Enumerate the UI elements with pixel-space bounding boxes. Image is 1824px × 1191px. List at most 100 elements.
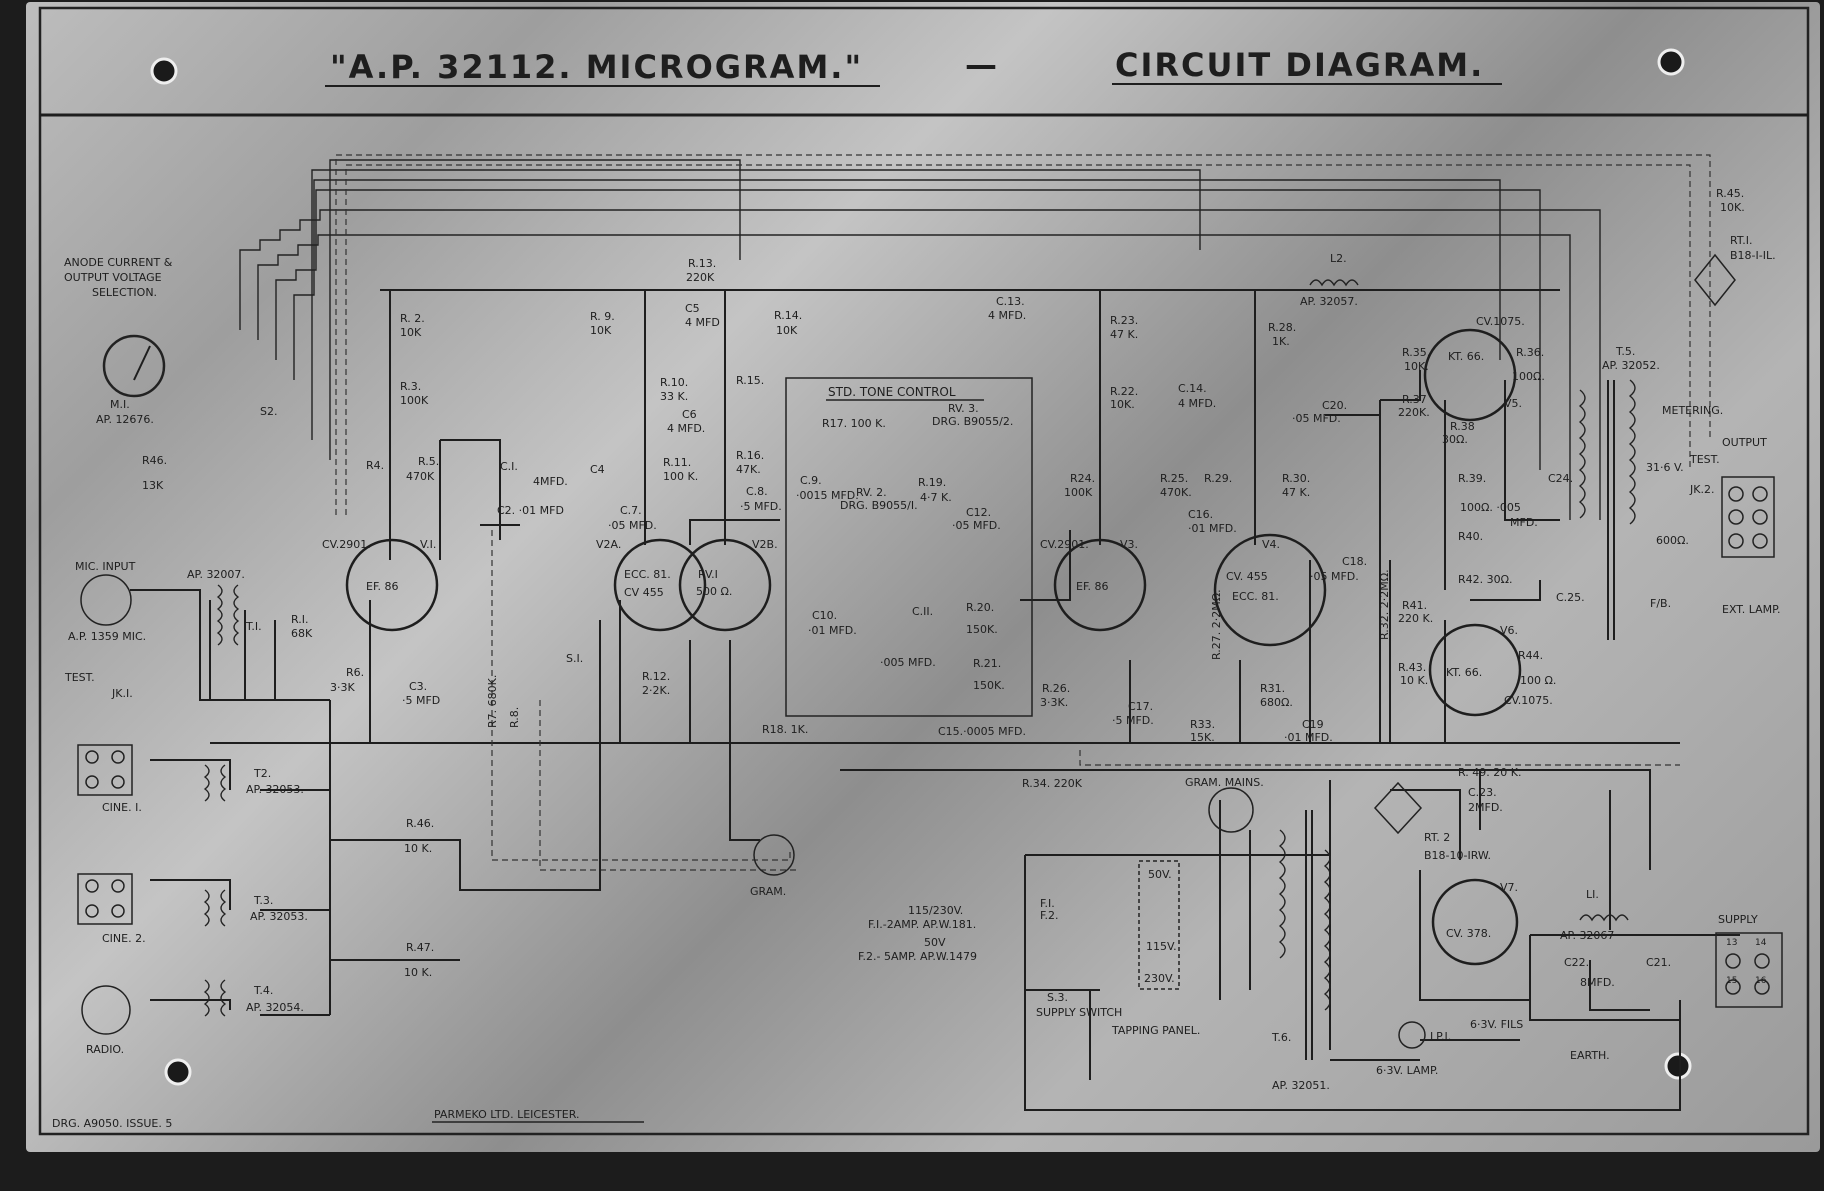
t6-part: AP. 32051. [1272,1079,1330,1092]
c9-value: ·0015 MFD. [796,489,859,502]
v3-type-label: CV.2901. [1040,538,1089,551]
r28-value: 1K. [1272,335,1290,348]
r42-label: R42. 30Ω. [1458,573,1513,586]
r18-label: R18. 1K. [762,723,808,736]
l1-label: LI. [1586,888,1599,901]
gram-mains-label: GRAM. MAINS. [1185,776,1264,789]
rv1-value: 500 Ω. [696,585,732,598]
c5-label: C5 [685,302,700,315]
jk2-label: JK.2. [1689,483,1714,496]
r33-label: R33. [1190,718,1215,731]
test-label: TEST. [64,671,95,684]
v4-label: V4. [1262,538,1280,551]
meter-selection-line-1: ANODE CURRENT & [64,256,173,269]
r43-value: 10 K. [1400,674,1428,687]
t3-part-label: AP. 32053. [250,910,308,923]
output-terminals [1728,486,1768,549]
cine2-socket-box [77,873,133,925]
mounting-hole-icon [1664,1052,1692,1080]
r35-label: R.35. [1402,346,1430,359]
rv3-label: RV. 3. [948,402,979,415]
fuse-note-3: 50V [924,936,946,949]
r1-label: R.I. [291,613,309,626]
v50-label: 50V. [1148,868,1172,881]
r16-value: 47K. [736,463,761,476]
r44-value: 100 Ω. [1520,674,1556,687]
r24-value: 100K [1064,486,1093,499]
r38-value: 30Ω. [1442,433,1468,446]
r21-label: R.21. [973,657,1001,670]
c24-label: C24. [1548,472,1573,485]
gram-socket-icon [753,834,795,876]
c17-value: ·5 MFD. [1112,714,1154,727]
v2b-label: V2B. [752,538,778,551]
rt1-value: B18-I-IL. [1730,249,1776,262]
meter-part: AP. 12676. [96,413,154,426]
v7-label: V7. [1500,881,1518,894]
c25-label: C.25. [1556,591,1585,604]
r46b-value: 10 K. [404,842,432,855]
v6-label: V6. [1500,624,1518,637]
r39-label: R.39. [1458,472,1486,485]
v2-cv-label: CV 455 [624,586,664,599]
r30-label: R.30. [1282,472,1310,485]
c20-label: C20. [1322,399,1347,412]
diagram-title: "A.P. 32112. MICROGRAM." [330,48,863,86]
c14-value: 4 MFD. [1178,397,1216,410]
lamp-label: 6·3V. LAMP. [1376,1064,1438,1077]
v4-valve-label: ECC. 81. [1232,590,1279,603]
r32-label: R.32. 2·2MΩ. [1378,569,1391,640]
v31-label: 31·6 V. [1646,461,1684,474]
r41-label: R41. [1402,599,1427,612]
lp1-label: LP.I. [1430,1030,1451,1043]
t5-part: AP. 32052. [1602,359,1660,372]
radio-socket-icon [81,985,131,1035]
c1-value: 4MFD. [533,475,568,488]
cine1-label: CINE. I. [102,801,142,814]
metering-label: METERING. [1662,404,1723,417]
transformer-coils [203,279,1636,1060]
r1-value: 68K [291,627,313,640]
r26-label: R.26. [1042,682,1070,695]
r44-label: R44. [1518,649,1543,662]
v4-cv-label: CV. 455 [1226,570,1268,583]
rv3-drg: DRG. B9055/2. [932,415,1013,428]
header-separator: — [965,46,997,84]
r5-value: 470K [406,470,435,483]
c21-label: C21. [1646,956,1671,969]
r34-label: R.34. 220K [1022,777,1083,790]
t2-part-label: AP. 32053. [246,783,304,796]
v2a-label: V2A. [596,538,621,551]
mounting-hole-icon [150,57,178,85]
mounting-hole-icon [164,1058,192,1086]
r5-label: R.5. [418,455,439,468]
c15-label: C15.·0005 MFD. [938,725,1026,738]
c23-value: 2MFD. [1468,801,1503,814]
v5-valve-label: KT. 66. [1448,350,1484,363]
supply-pin-16: 16 [1755,976,1767,986]
mic-part-label: A.P. 1359 MIC. [68,630,146,643]
r13-label: R.13. [688,257,716,270]
switch-s2: S2. [260,405,277,418]
r33-value: 15K. [1190,731,1215,744]
r40-label: R40. [1458,530,1483,543]
r25-label: R.25. [1160,472,1188,485]
t4-label: T.4. [253,984,273,997]
tone-control-title: STD. TONE CONTROL [828,385,956,399]
r23-value: 47 K. [1110,328,1138,341]
r14-value: 10K [776,324,798,337]
meter-selection-line-2: OUTPUT VOLTAGE [64,271,162,284]
circuit-wiring [130,154,1740,1111]
tube-v6-icon [1428,623,1522,717]
output-label: OUTPUT [1722,436,1767,449]
r47-label: R.47. [406,941,434,954]
r28-label: R.28. [1268,321,1296,334]
rv2-drg: DRG. B9055/I. [840,499,918,512]
r20-value: 150K. [966,623,998,636]
t1-part-label: AP. 32007. [187,568,245,581]
r3-label: R.3. [400,380,421,393]
rv1-label: RV.I [698,568,718,581]
gram-label: GRAM. [750,885,786,898]
diagram-plate [26,2,1820,1152]
r43-label: R.43. [1398,661,1426,674]
